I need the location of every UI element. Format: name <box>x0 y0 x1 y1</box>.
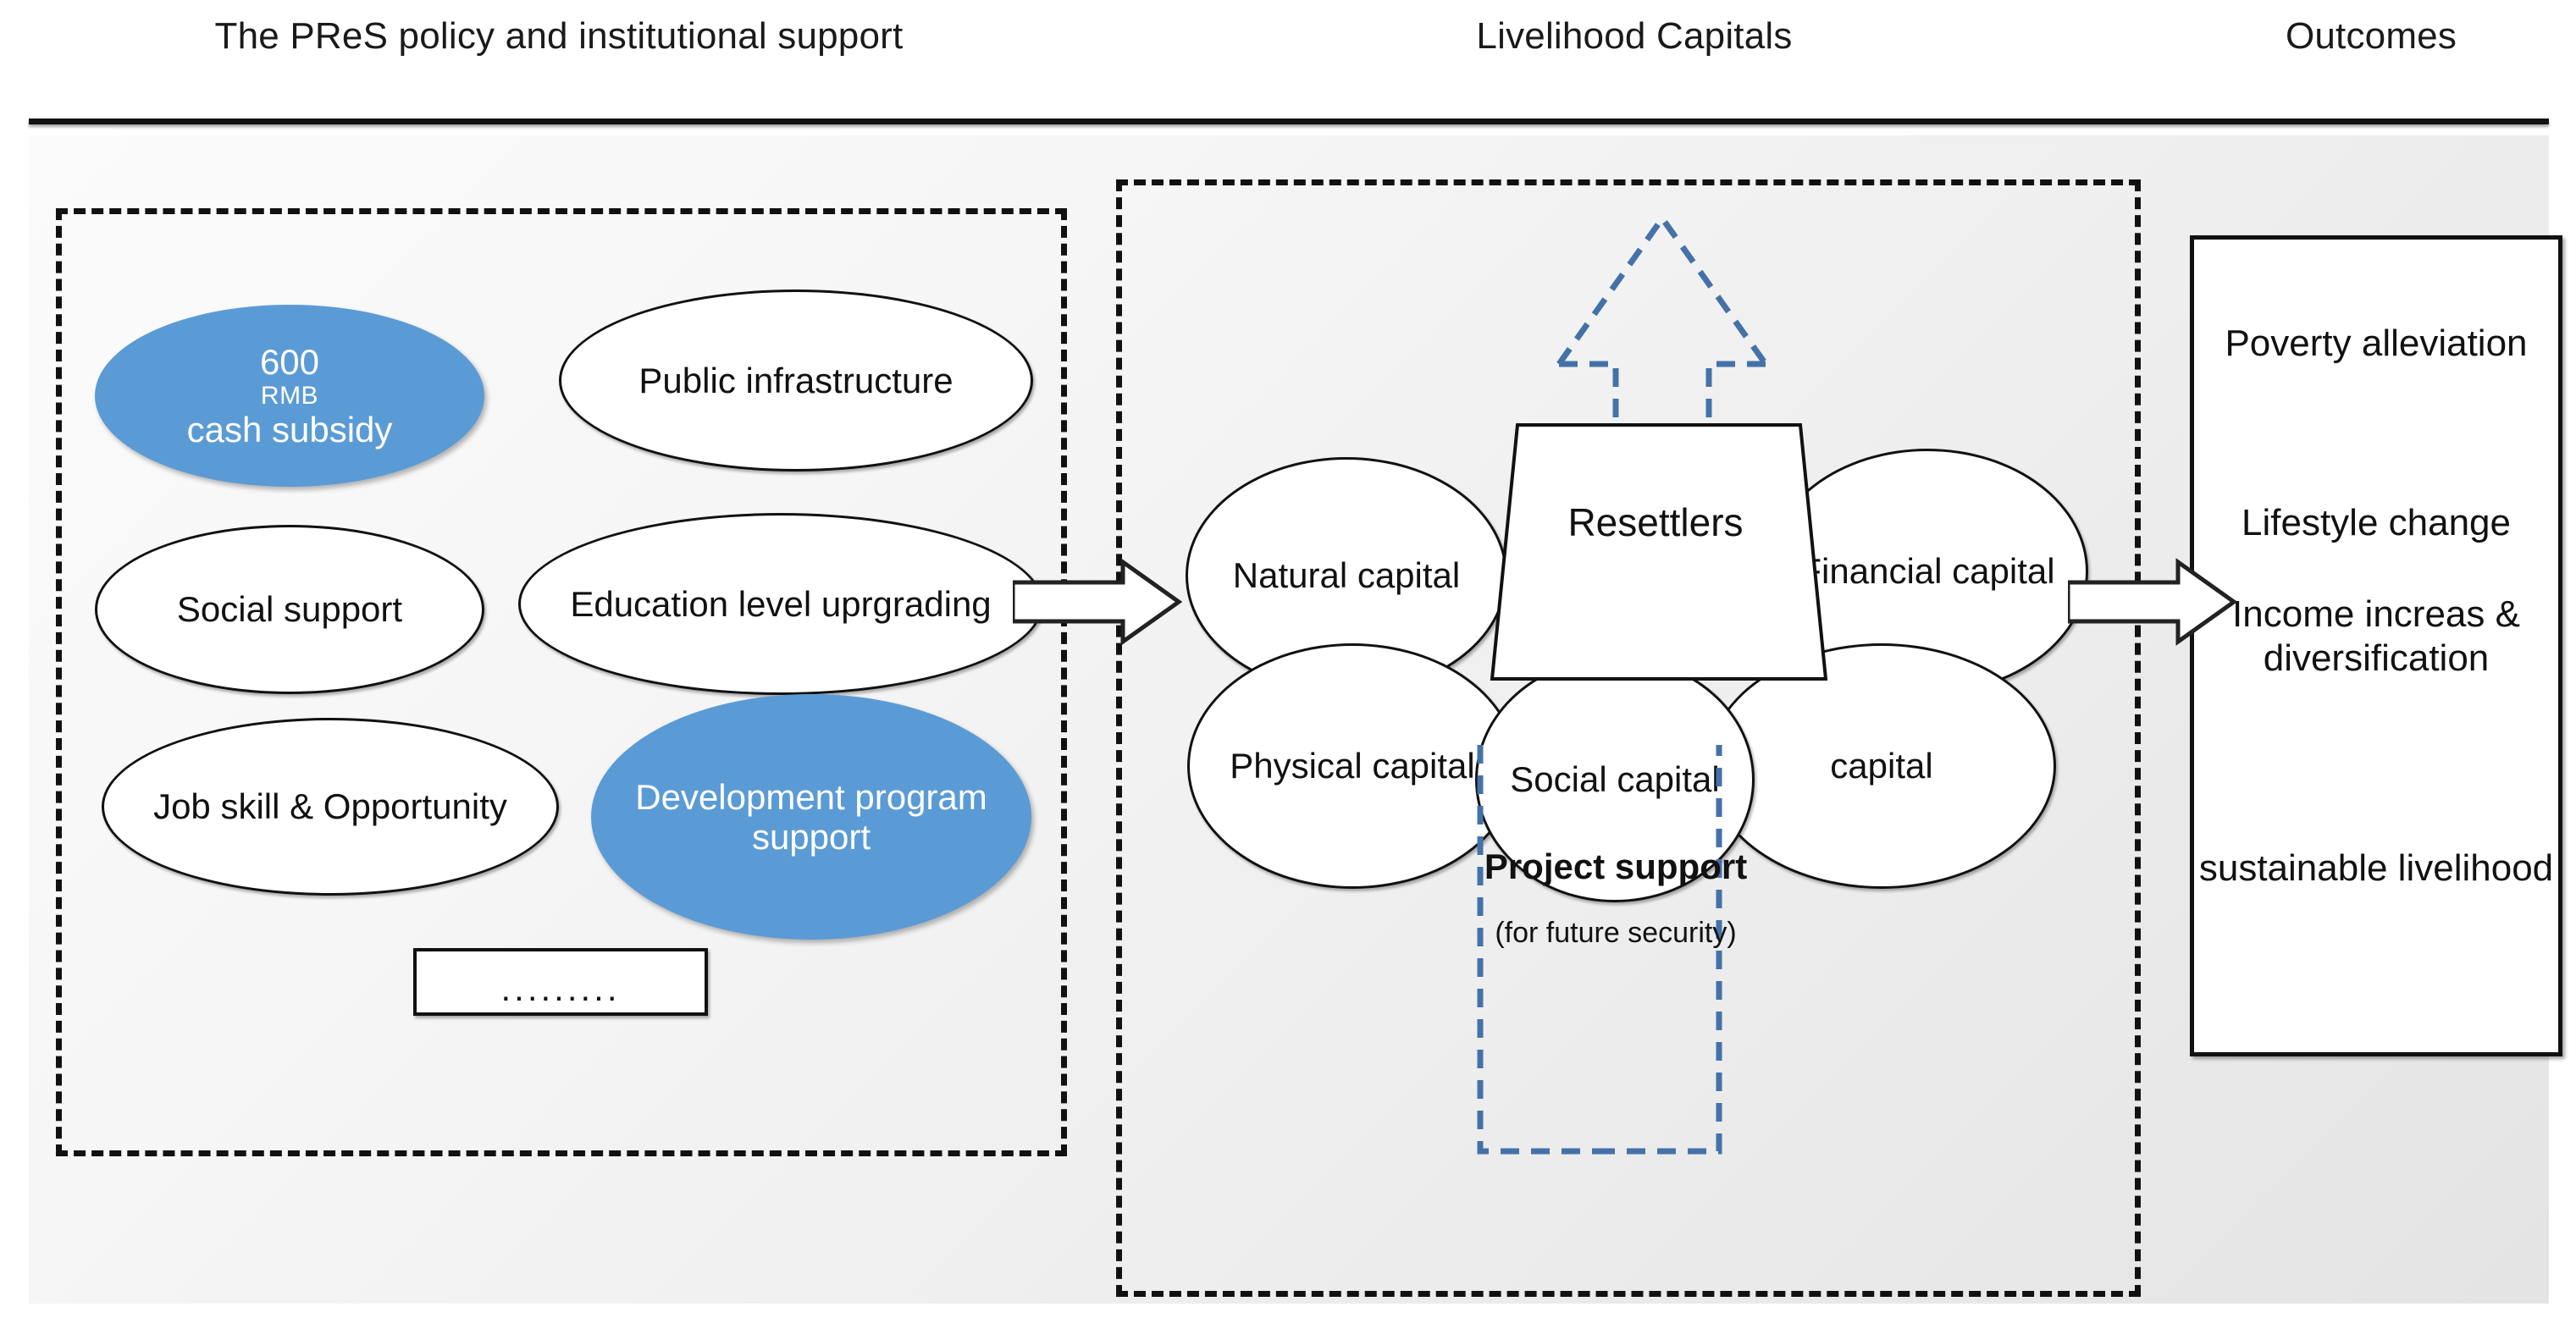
outcome-item-income-increase: Income increas & diversification <box>2232 593 2520 679</box>
policy-region-box <box>56 208 1067 1156</box>
outcomes-region-box <box>2190 235 2562 1056</box>
node-development-program-support-label: Development program support <box>635 776 987 857</box>
node-development-program-support[interactable]: Development program support <box>591 694 1031 940</box>
arrow-capitals-to-outcomes <box>2068 558 2237 646</box>
capital-natural-label: Natural capital <box>1232 555 1461 596</box>
column-header-policy: The PReS policy and institutional suppor… <box>214 15 904 57</box>
outcome-item-poverty-alleviation: Poverty alleviation <box>2225 323 2528 364</box>
capitals-region-box <box>1116 179 2141 1297</box>
node-social-support-label: Social support <box>176 589 403 630</box>
capital-physical-label: Physical capital <box>1230 746 1475 786</box>
capital-financial-label: Financial capital <box>1799 551 2055 592</box>
node-social-support[interactable]: Social support <box>95 525 484 694</box>
project-support-annotation: Project support (for future security) <box>1480 846 1751 951</box>
node-ellipsis-label: ......... <box>500 968 621 1008</box>
project-support-title: Project support <box>1484 846 1748 886</box>
column-header-livelihood-capitals: Livelihood Capitals <box>1476 15 1793 57</box>
arrow-policy-to-capitals <box>1013 558 1182 646</box>
capital-physical[interactable]: Physical capital <box>1187 643 1517 889</box>
node-ellipsis-box[interactable]: ......... <box>413 948 708 1016</box>
capital-human[interactable]: capital <box>1707 643 2056 889</box>
capital-social-label: Social capital <box>1510 759 1720 800</box>
node-job-skill-opportunity[interactable]: Job skill & Opportunity <box>102 718 559 896</box>
resettlers-trapezoid[interactable] <box>1473 423 1838 711</box>
capital-human-label: capital <box>1830 746 1933 786</box>
column-header-outcomes: Outcomes <box>2285 15 2457 57</box>
node-public-infrastructure-label: Public infrastructure <box>638 360 954 400</box>
node-public-infrastructure[interactable]: Public infrastructure <box>559 290 1033 471</box>
header-divider-rule <box>29 119 2549 124</box>
outcome-item-sustainable-livelihood: sustainable livelihood <box>2198 847 2554 889</box>
node-education-upgrading-label: Education level uprgrading <box>570 583 992 624</box>
node-job-skill-opportunity-label: Job skill & Opportunity <box>153 786 507 827</box>
outcome-item-lifestyle-change: Lifestyle change <box>2242 502 2511 543</box>
node-education-upgrading[interactable]: Education level uprgrading <box>518 513 1043 695</box>
project-support-subtitle: (for future security) <box>1495 917 1737 950</box>
resettlers-label: Resettlers <box>1567 500 1744 544</box>
